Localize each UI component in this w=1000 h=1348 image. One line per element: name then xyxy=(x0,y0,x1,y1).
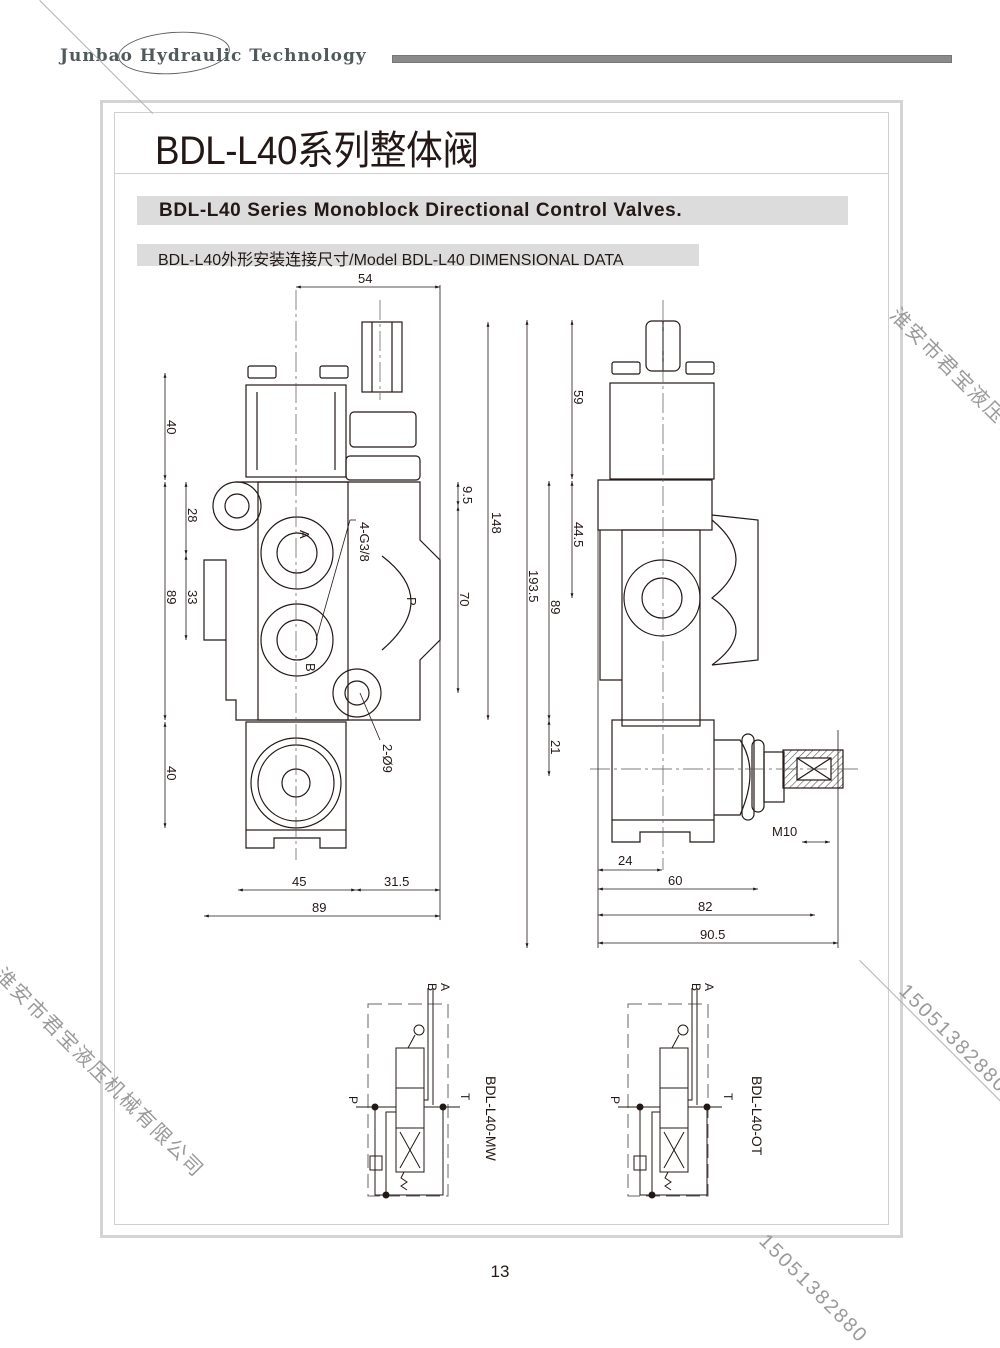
side-bellows xyxy=(714,739,751,816)
dim-60: 60 xyxy=(668,873,682,888)
side-port xyxy=(623,559,701,637)
dim-44-5: 44.5 xyxy=(571,522,586,547)
mount-hole-top xyxy=(212,481,262,531)
dim-59: 59 xyxy=(571,390,586,404)
junction-dot xyxy=(371,1103,379,1111)
schematic-mw-lever xyxy=(413,1024,425,1036)
schematic-mw-port-t: T xyxy=(458,1093,472,1101)
subtitle-band xyxy=(137,196,848,225)
page-title: BDL-L40系列整体阀 xyxy=(155,129,479,173)
side-view xyxy=(590,300,860,870)
front-view xyxy=(203,290,441,860)
title-divider xyxy=(114,173,889,174)
technical-drawing: 54 40 9.5 148 28 33 89 70 40 45 31.5 89 … xyxy=(163,271,860,1199)
section-heading: BDL-L40外形安装连接尺寸/Model BDL-L40 DIMENSIONA… xyxy=(158,252,624,269)
dim-40-upper: 40 xyxy=(164,420,179,434)
dim-82: 82 xyxy=(698,899,712,914)
front-locknut-upper xyxy=(349,411,417,448)
junction-dot xyxy=(703,1103,711,1111)
schematic-mw-port-b: B xyxy=(425,983,439,991)
dim-89-side: 89 xyxy=(548,600,563,614)
dim-28: 28 xyxy=(185,508,200,522)
page-subtitle: BDL-L40 Series Monoblock Directional Con… xyxy=(159,200,683,221)
page-frame-outer xyxy=(100,100,903,1238)
dim-9-5: 9.5 xyxy=(460,486,475,504)
brand-name: Junbao Hydraulic Technology xyxy=(60,46,367,66)
schematic-mw-relief xyxy=(369,1155,383,1171)
schematic-mw-spool xyxy=(395,1047,425,1173)
schematic-ot: A B P T BDL-L40-OT xyxy=(608,983,765,1199)
port-b-boss xyxy=(260,603,334,677)
port-a xyxy=(276,532,318,574)
dim-54: 54 xyxy=(358,271,372,286)
dim-89-width: 89 xyxy=(312,900,326,915)
schematic-mw: A B P T BDL-L40-MW xyxy=(346,983,499,1199)
port-b xyxy=(276,619,318,661)
dim-90-5: 90.5 xyxy=(700,927,725,942)
dim-70: 70 xyxy=(457,592,472,606)
dim-89-front: 89 xyxy=(164,590,179,604)
port-p-contour xyxy=(381,555,412,651)
side-valve-body xyxy=(621,529,701,727)
schematic-mw-port-a: A xyxy=(438,983,452,991)
side-spool-cap xyxy=(597,479,713,531)
side-upper-coil xyxy=(609,382,715,480)
front-locknut-lower xyxy=(345,455,421,481)
junction-dot xyxy=(439,1103,447,1111)
schematic-mw-boundary xyxy=(367,1003,449,1197)
schematic-ot-port-b: B xyxy=(689,983,703,991)
section-band xyxy=(137,244,699,266)
schematic-ot-port-a: A xyxy=(702,983,716,991)
schematic-ot-spool xyxy=(659,1047,689,1173)
junction-dot xyxy=(636,1103,644,1111)
dim-193-5: 193.5 xyxy=(526,570,541,603)
schematic-ot-lever xyxy=(677,1024,689,1036)
schematic-ot-boundary xyxy=(627,1003,709,1197)
schematic-mw-spring xyxy=(400,1171,408,1191)
label-port-b: B xyxy=(303,663,318,672)
front-coil-tab-left xyxy=(247,365,277,379)
front-dimension-labels: 54 40 9.5 148 28 33 89 70 40 45 31.5 89 … xyxy=(164,271,504,915)
label-port-p: P xyxy=(404,597,419,606)
side-p-contour xyxy=(710,514,759,666)
side-dimension-lines xyxy=(525,320,839,948)
schematic-mw-model: BDL-L40-MW xyxy=(483,1076,499,1162)
schematic-ot-relief xyxy=(633,1155,647,1171)
dim-148: 148 xyxy=(489,512,504,534)
page-frame-inner xyxy=(114,112,889,1225)
side-dimension-labels: 59 44.5 193.5 89 21 24 60 82 90.5 M10 xyxy=(526,390,797,942)
dim-21: 21 xyxy=(548,740,563,754)
port-a-boss xyxy=(260,516,334,590)
schematic-ot-model: BDL-L40-OT xyxy=(749,1076,765,1156)
junction-dot xyxy=(648,1191,656,1199)
schematic-ot-port-p: P xyxy=(608,1096,622,1104)
page-number: 13 xyxy=(490,1262,510,1281)
front-coil-tab-right xyxy=(319,365,349,379)
label-port-a: A xyxy=(297,530,312,539)
schematic-ot-spring xyxy=(664,1171,672,1191)
dim-31-5: 31.5 xyxy=(384,874,409,889)
front-dimension-lines xyxy=(163,285,490,920)
schematic-ot-port-t: T xyxy=(721,1093,735,1101)
label-holes: 2-Ø9 xyxy=(380,744,395,773)
mount-hole-bottom xyxy=(332,668,382,718)
schematic-mw-port-p: P xyxy=(346,1096,360,1104)
junction-dot xyxy=(382,1191,390,1199)
front-adjust-screw xyxy=(361,321,403,393)
dim-40-lower: 40 xyxy=(164,766,179,780)
dim-45: 45 xyxy=(292,874,306,889)
dim-24: 24 xyxy=(618,853,632,868)
dim-m10: M10 xyxy=(772,824,797,839)
header-rule xyxy=(392,55,952,63)
dim-33: 33 xyxy=(185,590,200,604)
label-thread-g3-8: 4-G3/8 xyxy=(357,522,372,562)
